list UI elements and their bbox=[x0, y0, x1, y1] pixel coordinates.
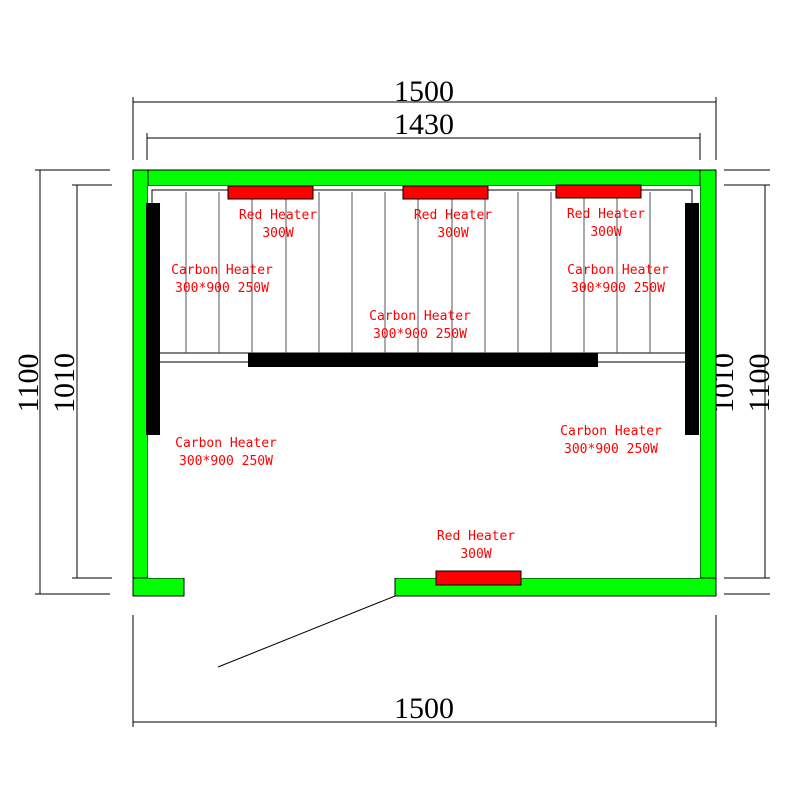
red-heater-top-right-panel bbox=[555, 184, 642, 199]
wall-left bbox=[132, 169, 149, 597]
carbon-heater-right-panel bbox=[685, 203, 699, 435]
carbon-heater-left-panel bbox=[146, 203, 160, 435]
dimension-bottom-width: 1500 bbox=[394, 692, 454, 725]
label-carbon-bench-right-name: Carbon Heater bbox=[567, 263, 669, 278]
wall-top bbox=[132, 169, 717, 187]
label-red-door-name: Red Heater bbox=[437, 529, 515, 544]
label-carbon-bench-left-name: Carbon Heater bbox=[171, 263, 273, 278]
dimension-bottom: 1500 bbox=[132, 615, 717, 727]
label-carbon-side-left-name: Carbon Heater bbox=[175, 436, 277, 451]
red-heater-top-mid-panel bbox=[402, 185, 489, 200]
label-red-top-left-name: Red Heater bbox=[239, 208, 317, 223]
carbon-heaters bbox=[146, 203, 699, 435]
label-red-top-right-spec: 300W bbox=[590, 225, 621, 240]
dimension-inner-width: 1430 bbox=[394, 108, 454, 141]
label-carbon-bench-right-spec: 300*900 250W bbox=[571, 281, 665, 296]
dimension-outer-depth-right: 1100 bbox=[743, 354, 776, 413]
bench-slats bbox=[185, 192, 651, 353]
label-carbon-side-right-spec: 300*900 250W bbox=[564, 442, 658, 457]
dimension-left-outer: 1100 bbox=[12, 169, 110, 595]
label-red-top-mid-name: Red Heater bbox=[414, 208, 492, 223]
label-carbon-side-right-name: Carbon Heater bbox=[560, 424, 662, 439]
red-heater-door-panel bbox=[435, 570, 522, 586]
red-heaters bbox=[227, 184, 642, 586]
wall-bottom-left bbox=[132, 577, 185, 597]
label-red-top-left-spec: 300W bbox=[262, 226, 293, 241]
label-carbon-side-left-spec: 300*900 250W bbox=[179, 454, 273, 469]
dimension-top-inner: 1430 bbox=[146, 108, 701, 160]
dimension-outer-width: 1500 bbox=[394, 75, 454, 108]
wall-right bbox=[699, 169, 717, 597]
dimension-top-outer: 1500 bbox=[132, 75, 717, 160]
label-carbon-bench-left-spec: 300*900 250W bbox=[175, 281, 269, 296]
label-carbon-bench-mid-spec: 300*900 250W bbox=[373, 327, 467, 342]
walls bbox=[132, 169, 717, 597]
dimension-left-inner: 1010 bbox=[48, 184, 112, 579]
door bbox=[217, 595, 510, 668]
dimension-right-outer: 1100 bbox=[724, 169, 776, 595]
label-carbon-bench-mid-name: Carbon Heater bbox=[369, 309, 471, 324]
heater-labels: Red Heater 300W Red Heater 300W Red Heat… bbox=[171, 207, 669, 562]
dimension-inner-depth-left: 1010 bbox=[48, 353, 81, 413]
label-red-door-spec: 300W bbox=[460, 547, 491, 562]
red-heater-top-left-panel bbox=[227, 185, 314, 200]
label-red-top-right-name: Red Heater bbox=[567, 207, 645, 222]
dimension-outer-depth-left: 1100 bbox=[12, 354, 45, 413]
label-red-top-mid-spec: 300W bbox=[437, 226, 468, 241]
door-swing-line bbox=[217, 595, 396, 668]
interior bbox=[148, 186, 700, 578]
carbon-heater-bench-panel bbox=[248, 353, 598, 367]
